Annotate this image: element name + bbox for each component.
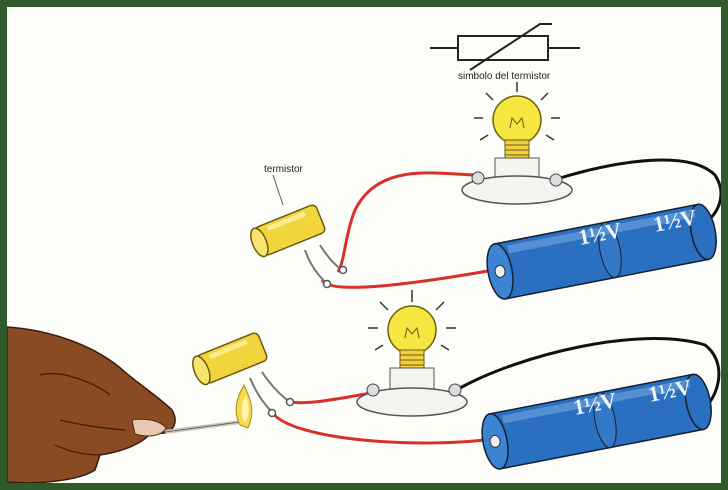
thermistor-symbol-icon [430,23,580,71]
black-wire [559,158,721,227]
match [164,420,241,434]
thermistor-lead [304,249,327,284]
thermistor-label: termistor [264,164,304,175]
flame-icon [235,383,253,429]
black-wire [459,337,721,410]
red-wire [289,391,373,405]
red-wire [270,411,501,445]
thermistor-lead [261,371,291,403]
red-wire [320,266,506,289]
thermistor-lead [319,244,343,271]
symbol-caption: simbolo del termistor [458,71,551,82]
battery-icon: 1½V 1½V [481,373,712,470]
thermistor [192,332,268,386]
light-bulb-icon [356,290,468,417]
thermistor [250,204,326,258]
light-bulb-icon [461,82,573,205]
hand-icon [7,326,176,483]
battery-icon: 1½V 1½V [486,203,717,300]
thermistor-lead [249,377,273,413]
red-wire [336,171,479,273]
